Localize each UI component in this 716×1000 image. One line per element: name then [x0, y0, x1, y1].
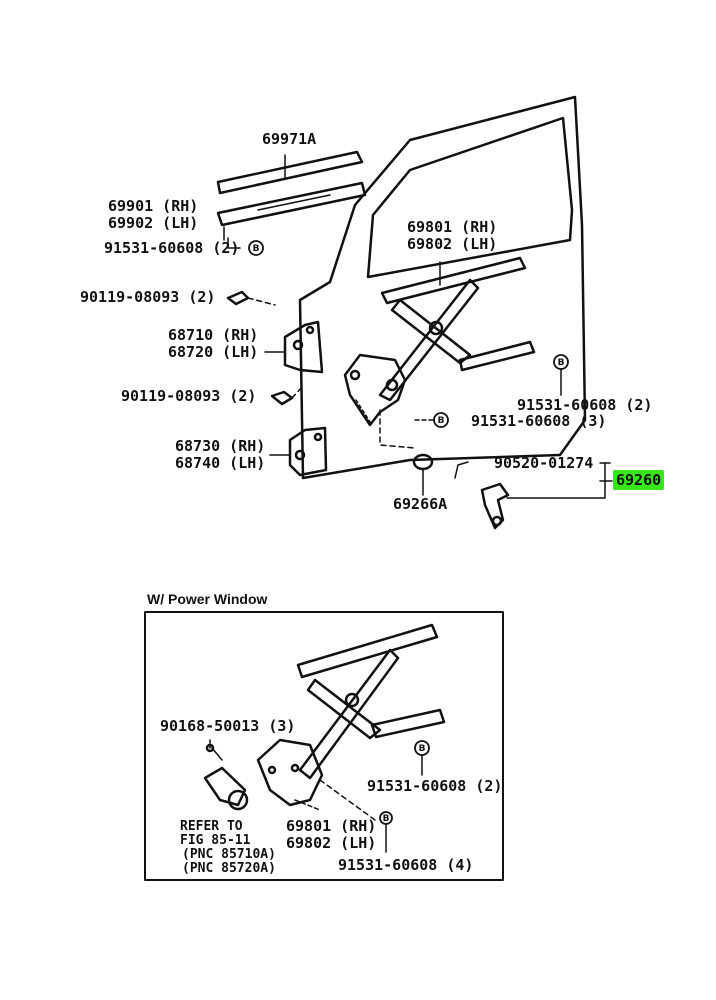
- run-channel-69971a: [216, 150, 364, 195]
- svg-text:B: B: [558, 358, 565, 368]
- label-69802-pw: 69802 (LH): [286, 834, 377, 852]
- bushing-69266a: [412, 453, 434, 471]
- weatherstrip-69901: [216, 181, 367, 227]
- label-68710: 68710 (RH): [168, 326, 259, 344]
- label-90520: 90520-01274: [494, 454, 594, 472]
- label-91531-c: 91531-60608 (3): [471, 412, 607, 430]
- bolt-90119-b: [270, 390, 294, 406]
- label-90119-b: 90119-08093 (2): [121, 387, 257, 405]
- power-window-gear: [256, 738, 324, 807]
- label-68740: 68740 (LH): [175, 454, 266, 472]
- label-90168: 90168-50013 (3): [160, 717, 296, 735]
- svg-text:B: B: [419, 744, 426, 754]
- door-outline: [298, 95, 587, 480]
- svg-text:B: B: [253, 244, 260, 254]
- label-91531-a: 91531-60608 (2): [104, 239, 240, 257]
- regulator-rail: [380, 256, 527, 305]
- label-91531-d: 91531-60608 (2): [367, 777, 503, 795]
- label-91531-e: 91531-60608 (4): [338, 856, 474, 874]
- label-91531-b: 91531-60608 (2): [517, 396, 653, 414]
- label-90119-a: 90119-08093 (2): [80, 288, 216, 306]
- label-69260: 69260: [613, 470, 665, 490]
- window-handle-69260: [480, 482, 510, 530]
- window-opening: [366, 116, 574, 279]
- label-68720: 68720 (LH): [168, 343, 259, 361]
- svg-text:B: B: [438, 416, 445, 426]
- power-window-box: [144, 611, 504, 881]
- label-69971a: 69971A: [262, 130, 317, 148]
- refer-note-line2: FIG 85-11: [180, 833, 251, 848]
- power-window-motor: [203, 766, 247, 807]
- refer-note-line1: REFER TO: [180, 819, 243, 834]
- bolt-90119-a: [226, 290, 250, 306]
- label-68730: 68730 (RH): [175, 437, 266, 455]
- refer-note-line3: (PNC 85710A): [182, 847, 276, 862]
- regulator-gear: [343, 353, 407, 427]
- label-69801: 69801 (RH): [407, 218, 498, 236]
- label-69801-pw: 69801 (RH): [286, 817, 377, 835]
- label-69266a: 69266A: [393, 495, 448, 513]
- highlighted-part-number: 69260: [613, 470, 665, 490]
- label-69901: 69901 (RH): [108, 197, 199, 215]
- label-69802: 69802 (LH): [407, 235, 498, 253]
- hinge-68710: [283, 320, 324, 374]
- label-69902: 69902 (LH): [108, 214, 199, 232]
- refer-note-line4: (PNC 85720A): [182, 861, 276, 876]
- hinge-68730: [288, 426, 328, 477]
- power-window-title: W/ Power Window: [147, 591, 268, 607]
- svg-text:B: B: [383, 814, 390, 824]
